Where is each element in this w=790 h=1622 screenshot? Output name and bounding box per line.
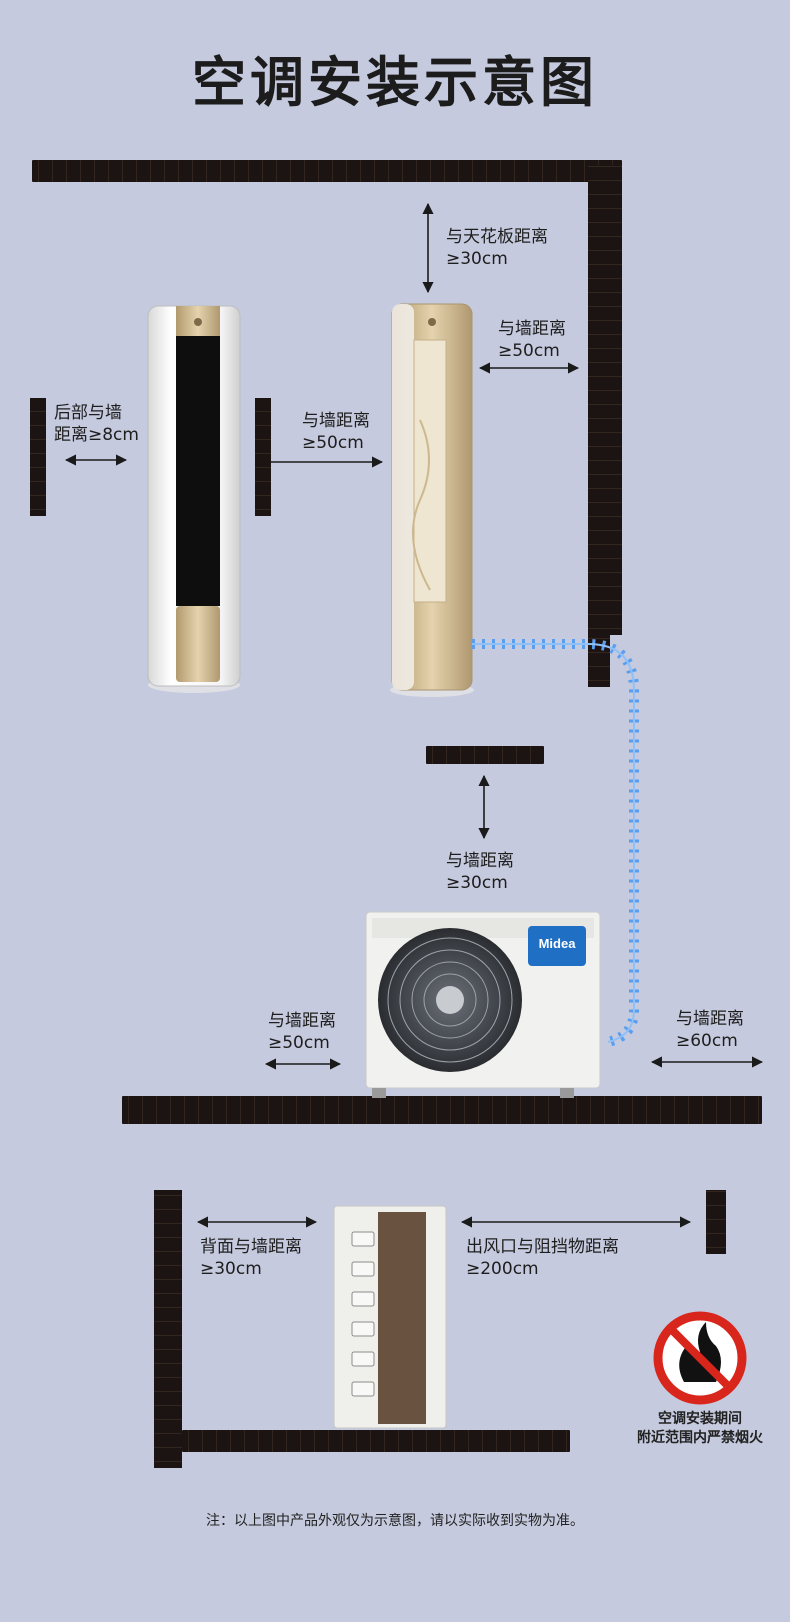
- label-outdoor-right: 与墙距离≥60cm: [676, 1009, 744, 1051]
- indoor-unit-right: [390, 303, 474, 697]
- bottom-right-obstacle: [706, 1190, 726, 1254]
- outdoor-unit-side: [333, 1205, 447, 1429]
- brand-logo: Midea: [538, 936, 576, 951]
- right-wall: [588, 165, 622, 635]
- label-outdoor-top: 与墙距离≥30cm: [446, 851, 514, 893]
- page-title: 空调安装示意图: [192, 51, 598, 114]
- indoor-unit-left: [147, 305, 241, 693]
- label-back-face: 背面与墙距离≥30cm: [200, 1237, 302, 1279]
- ceiling-wall: [32, 160, 622, 182]
- back-wall-left: [30, 398, 46, 516]
- label-ceiling: 与天花板距离≥30cm: [446, 227, 548, 269]
- bottom-floor-wall: [182, 1430, 570, 1452]
- label-back-wall: 后部与墙距离≥8cm: [54, 403, 139, 445]
- disclaimer-note: 注：以上图中产品外观仅为示意图，请以实际收到实物为准。: [206, 1513, 584, 1529]
- label-right-wall: 与墙距离≥50cm: [498, 319, 566, 361]
- ground-wall: [122, 1096, 762, 1124]
- label-outdoor-left: 与墙距离≥50cm: [268, 1011, 336, 1053]
- label-outlet: 出风口与阻挡物距离≥200cm: [466, 1237, 619, 1279]
- fan-icon: [436, 986, 464, 1014]
- fire-warning-text: 空调安装期间附近范围内严禁烟火: [637, 1411, 763, 1446]
- side-wall-middle: [255, 398, 271, 516]
- no-fire-icon: [653, 1311, 747, 1405]
- label-side-wall: 与墙距离≥50cm: [302, 411, 370, 453]
- outdoor-top-wall: [426, 746, 544, 764]
- outdoor-unit: [365, 911, 601, 1098]
- bottom-left-wall: [154, 1190, 182, 1468]
